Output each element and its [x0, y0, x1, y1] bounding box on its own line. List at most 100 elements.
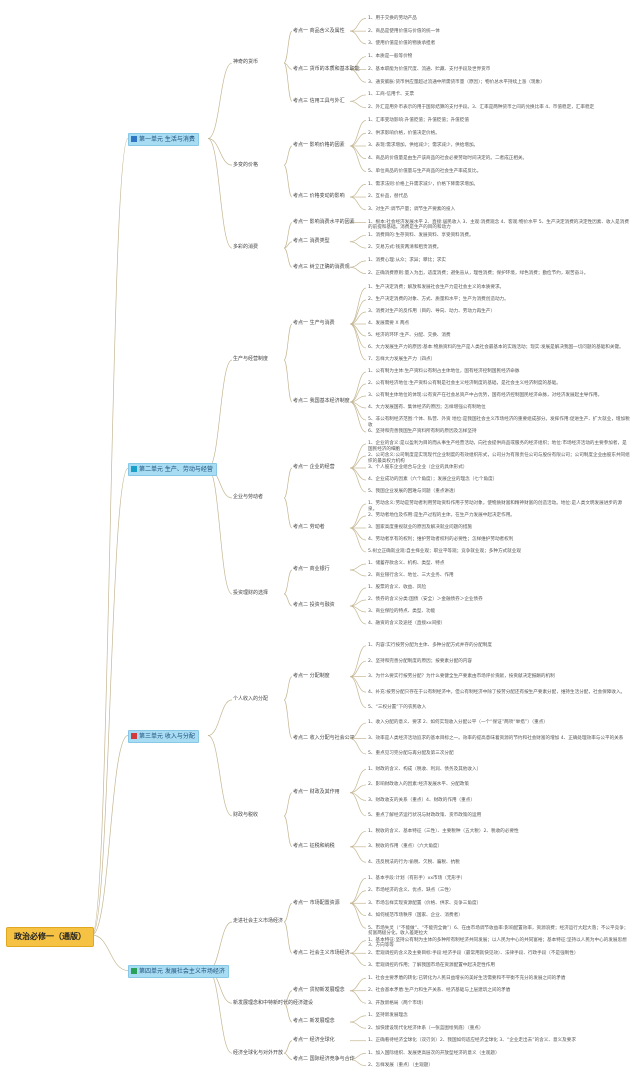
connector-line — [349, 69, 367, 83]
item-node: 1、坚持新发展理念 — [368, 1013, 408, 1019]
point-node[interactable]: 考点二 价格变动的影响 — [293, 193, 345, 200]
item-node: 4、大力发展国有、集体经济的原因；怎样增强公有制地位 — [368, 405, 486, 411]
connector-line — [349, 401, 367, 433]
connector-line — [349, 383, 367, 403]
connector-line — [349, 890, 367, 904]
item-node: 2、供求影响价格，价值决定价格。 — [368, 130, 440, 136]
connector-line — [349, 266, 367, 274]
connector-line — [283, 921, 293, 954]
point-node[interactable]: 考点一 财政及其作用 — [293, 789, 340, 796]
item-node: 5、经济的环环:生产、分配、交换、消费 — [368, 333, 451, 339]
point-node[interactable]: 考点二 投资与融资 — [293, 602, 335, 609]
item-node: 1、企业的含义:是以盈利为目的而从事生产经营活动，向社会提供商品或服务的经济组织… — [368, 441, 627, 452]
connector-line — [283, 792, 293, 817]
topic-node[interactable]: 个人收入的分配 — [233, 696, 269, 703]
topic-node[interactable]: 经济全球化与对外开放 — [233, 1049, 284, 1056]
point-node[interactable]: 考点二 征税和纳税 — [293, 843, 335, 850]
point-node[interactable]: 考点二 国际经济竞争与合作 — [293, 1055, 355, 1062]
star-icon — [131, 466, 137, 472]
point-node[interactable]: 考点二 消费类型 — [293, 238, 330, 245]
unit-node[interactable]: 第三单元 收入与分配 — [128, 730, 199, 743]
connector-line — [349, 527, 367, 553]
connector-line — [349, 323, 367, 349]
connector-line — [349, 587, 367, 607]
item-node: 4、违反税法的行为:偷税、欠税、骗税、抗税 — [368, 859, 460, 865]
flag-icon — [131, 733, 137, 739]
point-node[interactable]: 考点一 分配制度 — [293, 673, 330, 680]
topic-node[interactable]: 生产与经营制度 — [233, 356, 269, 363]
point-node[interactable]: 考点三 信用工具与外汇 — [293, 97, 345, 104]
item-node: 2、外汇是用外币表示的用于国际结算的支付手段。3、汇率是两种货币之间的兑换比率 … — [368, 105, 595, 111]
point-node[interactable]: 考点三 树立正确的消费观 — [293, 263, 350, 270]
connector-line — [349, 234, 367, 243]
connector-line — [349, 30, 367, 45]
topic-node[interactable]: 多变的价格 — [233, 161, 259, 168]
connector-line — [283, 569, 293, 595]
point-node[interactable]: 考点一 影响价格的因素 — [293, 142, 345, 149]
topic-node[interactable]: 企业与劳动者 — [233, 494, 264, 501]
connector-line — [283, 593, 293, 607]
point-node[interactable]: 考点二 货币的本质和基本职能 — [293, 65, 360, 72]
point-node[interactable]: 考点二 收入分配与社会公平 — [293, 734, 355, 741]
unit-node[interactable]: 第四单元 发展社会主义市场经济 — [128, 965, 229, 978]
item-node: 7、怎样大力发展生产力（四点） — [368, 357, 436, 363]
item-node: 1、正确看待经济全球化（双刃剑）2、我国如何适应经济全球化 3、“企业走出去”的… — [368, 1038, 576, 1044]
point-node[interactable]: 考点一 市场配置资源 — [293, 899, 340, 906]
connector-line — [349, 527, 367, 541]
item-node: 4、融资的含义及途径（直接xx间接） — [368, 621, 446, 627]
connector-line — [207, 138, 233, 166]
point-node[interactable]: 考点一 企业的经营 — [293, 464, 335, 471]
item-node: 1、基本手段:计划（有形手）xx市场（无形手） — [368, 875, 466, 881]
item-node: 3、市场怎样实现资源配置（价格、供求、竞争三角度） — [368, 900, 482, 906]
point-node[interactable]: 考点二 我国基本经济制度 — [293, 398, 350, 405]
point-node[interactable]: 考点二 劳动者 — [293, 524, 325, 531]
point-node[interactable]: 考点一 商品含义及属性 — [293, 27, 345, 34]
connector-line — [349, 877, 367, 904]
point-node[interactable]: 考点二 社会主义市场经济 — [293, 949, 350, 956]
item-node: 4、发展需要 X 两点 — [368, 321, 410, 327]
connector-line — [349, 443, 367, 469]
connector-line — [349, 183, 367, 198]
unit-node[interactable]: 第二单元 生产、劳动与经营 — [128, 463, 217, 476]
item-node: 1、收入分配的意义、要求 2、如何实现收入分配公平（一个“保证”两项“举措”）（… — [368, 720, 548, 726]
connector-line — [349, 467, 367, 493]
point-node[interactable]: 考点二 新发展理念 — [293, 1018, 335, 1025]
connector-line — [349, 371, 367, 403]
topic-node[interactable]: 走进社会主义市场经济 — [233, 918, 284, 925]
item-node: 2、互补品，替代品 — [368, 194, 408, 200]
connector-line — [349, 902, 367, 929]
connector-line — [349, 18, 367, 32]
point-node[interactable]: 考点一 贯彻新发展理念 — [293, 987, 345, 994]
connector-line — [349, 784, 367, 794]
item-node: 2、加快建设现代化经济体系（一张蓝图绘到底）（重点） — [368, 1025, 484, 1031]
point-node[interactable]: 考点一 经济全球化 — [293, 1037, 335, 1044]
connector-line — [207, 699, 233, 736]
point-node[interactable]: 考点一 生产与消费 — [293, 320, 335, 327]
item-node: 1、工商-信用卡、支票 — [368, 92, 414, 98]
connector-line — [349, 902, 367, 917]
connector-line — [349, 645, 367, 678]
point-node[interactable]: 考点一 商业银行 — [293, 566, 330, 573]
connector-line — [283, 1052, 293, 1060]
topic-node[interactable]: 新发展理念和中特新时代的经济建设 — [233, 999, 314, 1006]
connector-line — [349, 792, 367, 817]
connector-line — [349, 455, 367, 469]
item-node: 2、债券的含义分类:国债（安全）＞金融债券＞企业债券 — [368, 597, 483, 603]
topic-node[interactable]: 投资理财的选择 — [233, 590, 269, 597]
item-node: 5、市场失灵（“不能做”、“不能完全做”）6、在由市场调节收益率:影响配置效率，… — [368, 925, 629, 936]
item-node: 3、通货膨胀:货币供应量超过流通中所需货币量（原因）；物价总水平持续上涨（现象） — [368, 79, 545, 85]
item-node: 2、交易方式:钱货两清和租赁消费。 — [368, 245, 442, 251]
connector-line — [207, 359, 233, 469]
unit-node[interactable]: 第一单元 生活与消费 — [128, 133, 199, 146]
item-node: 1、股票的含义、收益、风险 — [368, 585, 427, 591]
point-node[interactable]: 考点一 影响消费水平的因素 — [293, 218, 355, 225]
item-node: 3、使用价值是价值的物质承担者 — [368, 41, 436, 47]
topic-node[interactable]: 多彩的消费 — [233, 244, 259, 251]
topic-node[interactable]: 财政与税收 — [233, 812, 259, 819]
connector-line — [349, 1059, 367, 1067]
root-node[interactable]: 政治必修一（通版） — [6, 927, 94, 947]
item-node: 2、生产决定消费的对象、方式、质量和水平；生产为消费创造动力。 — [368, 297, 509, 303]
topic-node[interactable]: 神奇的货币 — [233, 59, 259, 66]
connector-line — [349, 503, 367, 529]
unit-label: 第一单元 生活与消费 — [139, 136, 195, 143]
